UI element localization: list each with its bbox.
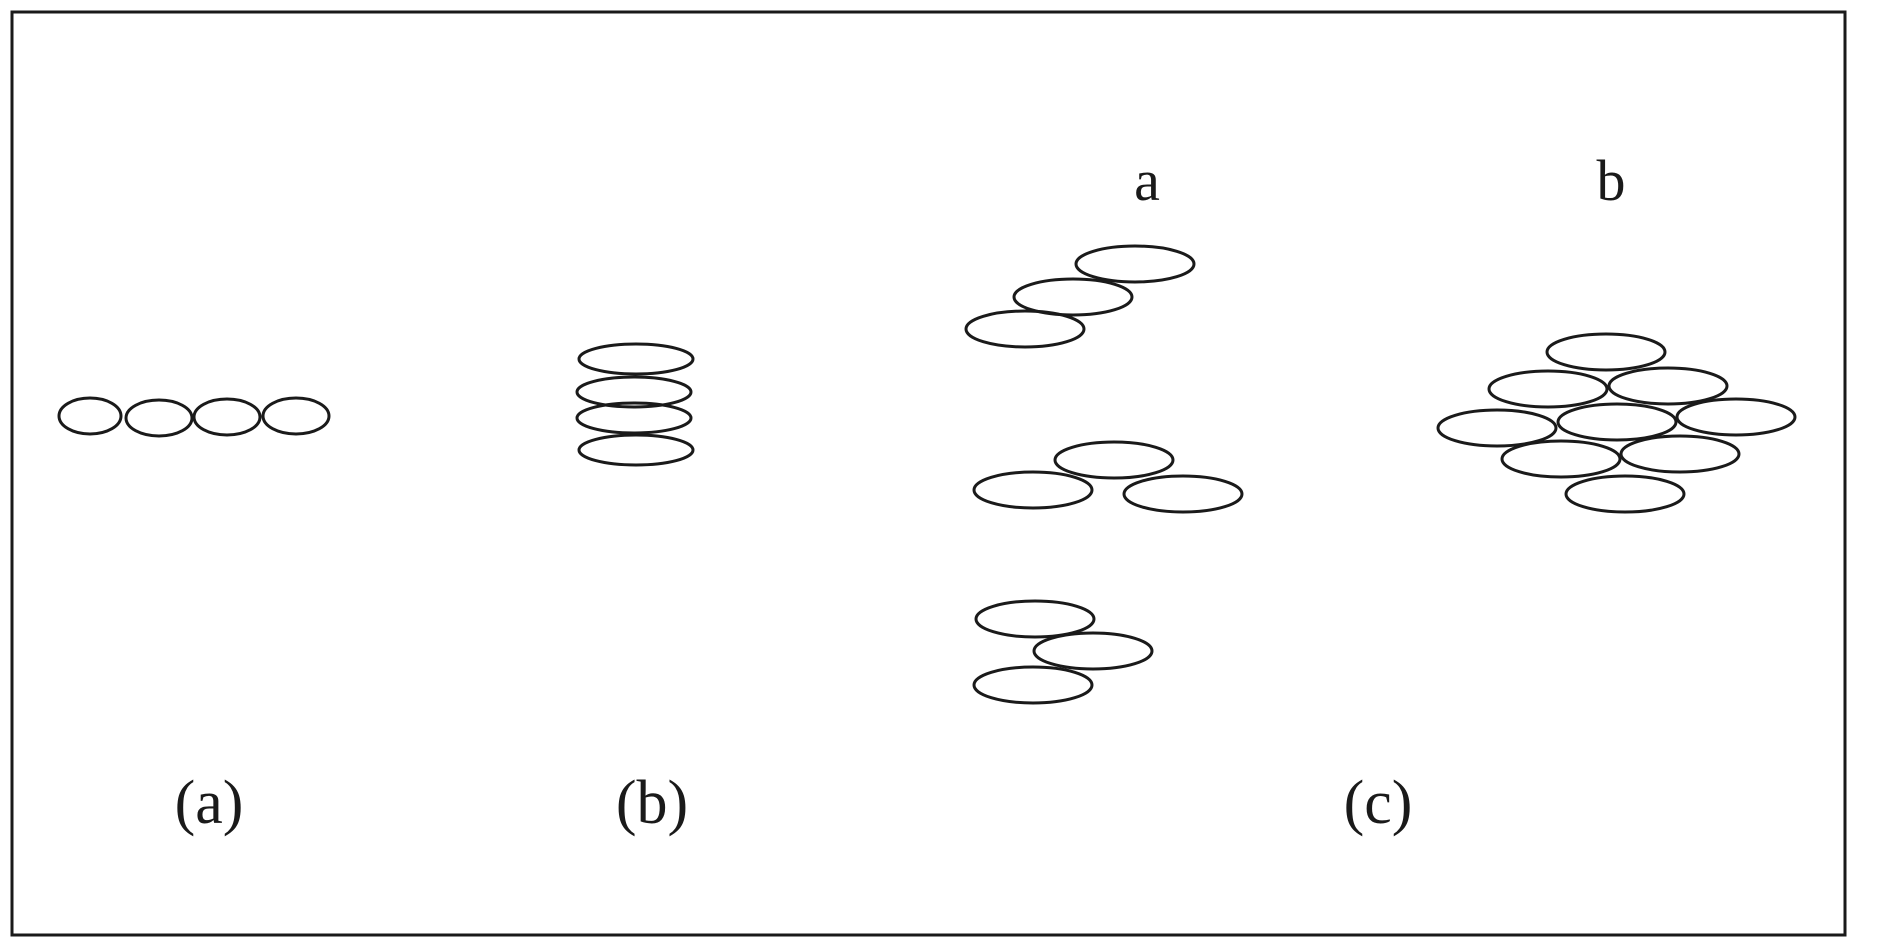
panel-c-b-particle — [1619, 434, 1741, 474]
panel-c-b-particle — [1500, 439, 1622, 479]
panel-a-particle — [57, 396, 123, 436]
panel-a-particle — [124, 398, 194, 438]
sublabel-a: a — [1134, 148, 1160, 213]
panel-b-particle — [575, 375, 693, 409]
panel-c-b-particle — [1436, 408, 1558, 448]
panel-c-column-a — [964, 244, 1244, 705]
caption-c: (c) — [1344, 769, 1413, 837]
panel-b-particle — [575, 401, 693, 435]
panel-a-linear-chain — [57, 396, 331, 438]
panel-c-a-particle — [1032, 631, 1154, 671]
panel-c-a-particle — [1012, 277, 1134, 317]
panel-c-b-particle — [1545, 332, 1667, 372]
panel-c-a-particle — [1074, 244, 1196, 284]
caption-b: (b) — [616, 769, 688, 837]
panel-c-b-particle — [1487, 369, 1609, 409]
caption-a: (a) — [175, 769, 244, 837]
panel-b-particle — [577, 342, 695, 376]
panel-a-particle — [261, 396, 331, 436]
sublabel-b: b — [1597, 148, 1626, 213]
figure-frame — [10, 10, 1847, 937]
panel-b-particle — [577, 433, 695, 467]
panel-b-vertical-stack — [575, 342, 695, 467]
panel-c-a-particle — [1053, 440, 1175, 480]
panel-c-b-particle — [1675, 397, 1797, 437]
panel-c-b-particle — [1556, 402, 1678, 442]
panel-c-a-particle — [964, 309, 1086, 349]
panel-a-particle — [192, 397, 262, 437]
panel-c-a-particle — [972, 470, 1094, 510]
panel-c-a-particle — [974, 599, 1096, 639]
panel-c-a-particle — [1122, 474, 1244, 514]
panel-c-b-particle — [1564, 474, 1686, 514]
panel-c-b-particle — [1607, 366, 1729, 406]
panel-c-a-particle — [972, 665, 1094, 705]
panel-c-column-b — [1436, 332, 1797, 514]
